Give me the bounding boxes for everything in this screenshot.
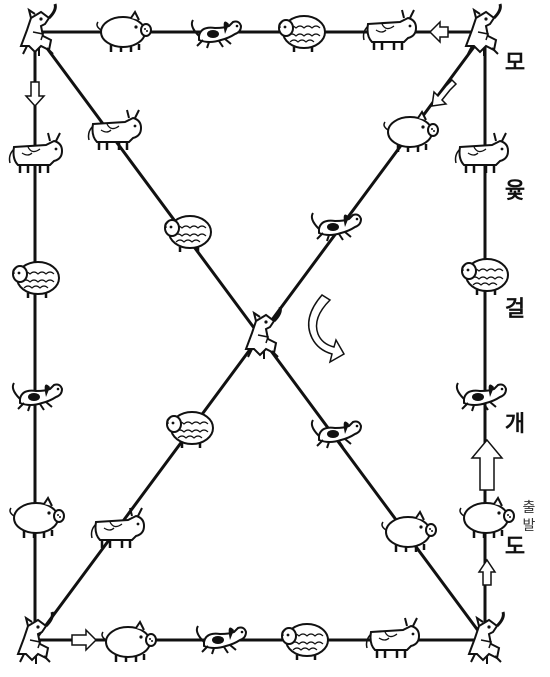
path-label-yut: 윷 (504, 179, 526, 204)
sheep-icon (165, 410, 215, 450)
path-label-do: 도 (504, 535, 526, 560)
direction-arrows (24, 20, 504, 652)
sheep-icon (277, 14, 327, 54)
start-label-bottom: 발 (522, 518, 536, 534)
sheep-icon (11, 260, 61, 300)
cow-icon (90, 506, 146, 550)
sheep-icon (163, 214, 213, 254)
arrow-up-icon (470, 438, 504, 491)
arrow-diagonal-icon (431, 78, 458, 107)
cow-icon (454, 131, 510, 175)
dog-icon (11, 382, 63, 412)
path-label-gae: 개 (504, 412, 526, 437)
dog-icon (455, 382, 507, 412)
cow-icon (362, 8, 418, 52)
cow-icon (365, 616, 421, 660)
pig-icon (380, 510, 438, 554)
pig-icon (382, 110, 440, 154)
arrow-left-icon (428, 20, 449, 44)
dog-icon (195, 625, 247, 655)
pieces-top-row (19, 2, 502, 58)
arrow-up-small-icon (477, 558, 497, 586)
dog-icon (310, 419, 362, 449)
sheep-icon (280, 622, 330, 662)
pig-icon (8, 496, 66, 540)
curved-arrow-icon (307, 294, 346, 364)
arrow-right-icon (71, 628, 98, 652)
pig-icon (100, 620, 158, 664)
sheep-icon (460, 257, 510, 297)
horse-icon (464, 2, 502, 58)
pig-icon (95, 10, 153, 54)
path-label-geol: 걸 (504, 297, 526, 322)
path-label-mo: 모 (504, 51, 526, 76)
arrow-down-icon (24, 81, 46, 108)
start-label-top: 출 (522, 500, 536, 516)
pig-icon (458, 496, 516, 540)
dog-icon (310, 212, 362, 242)
pieces-left-column (8, 131, 66, 540)
horse-icon (19, 2, 57, 58)
dog-icon (190, 19, 242, 49)
